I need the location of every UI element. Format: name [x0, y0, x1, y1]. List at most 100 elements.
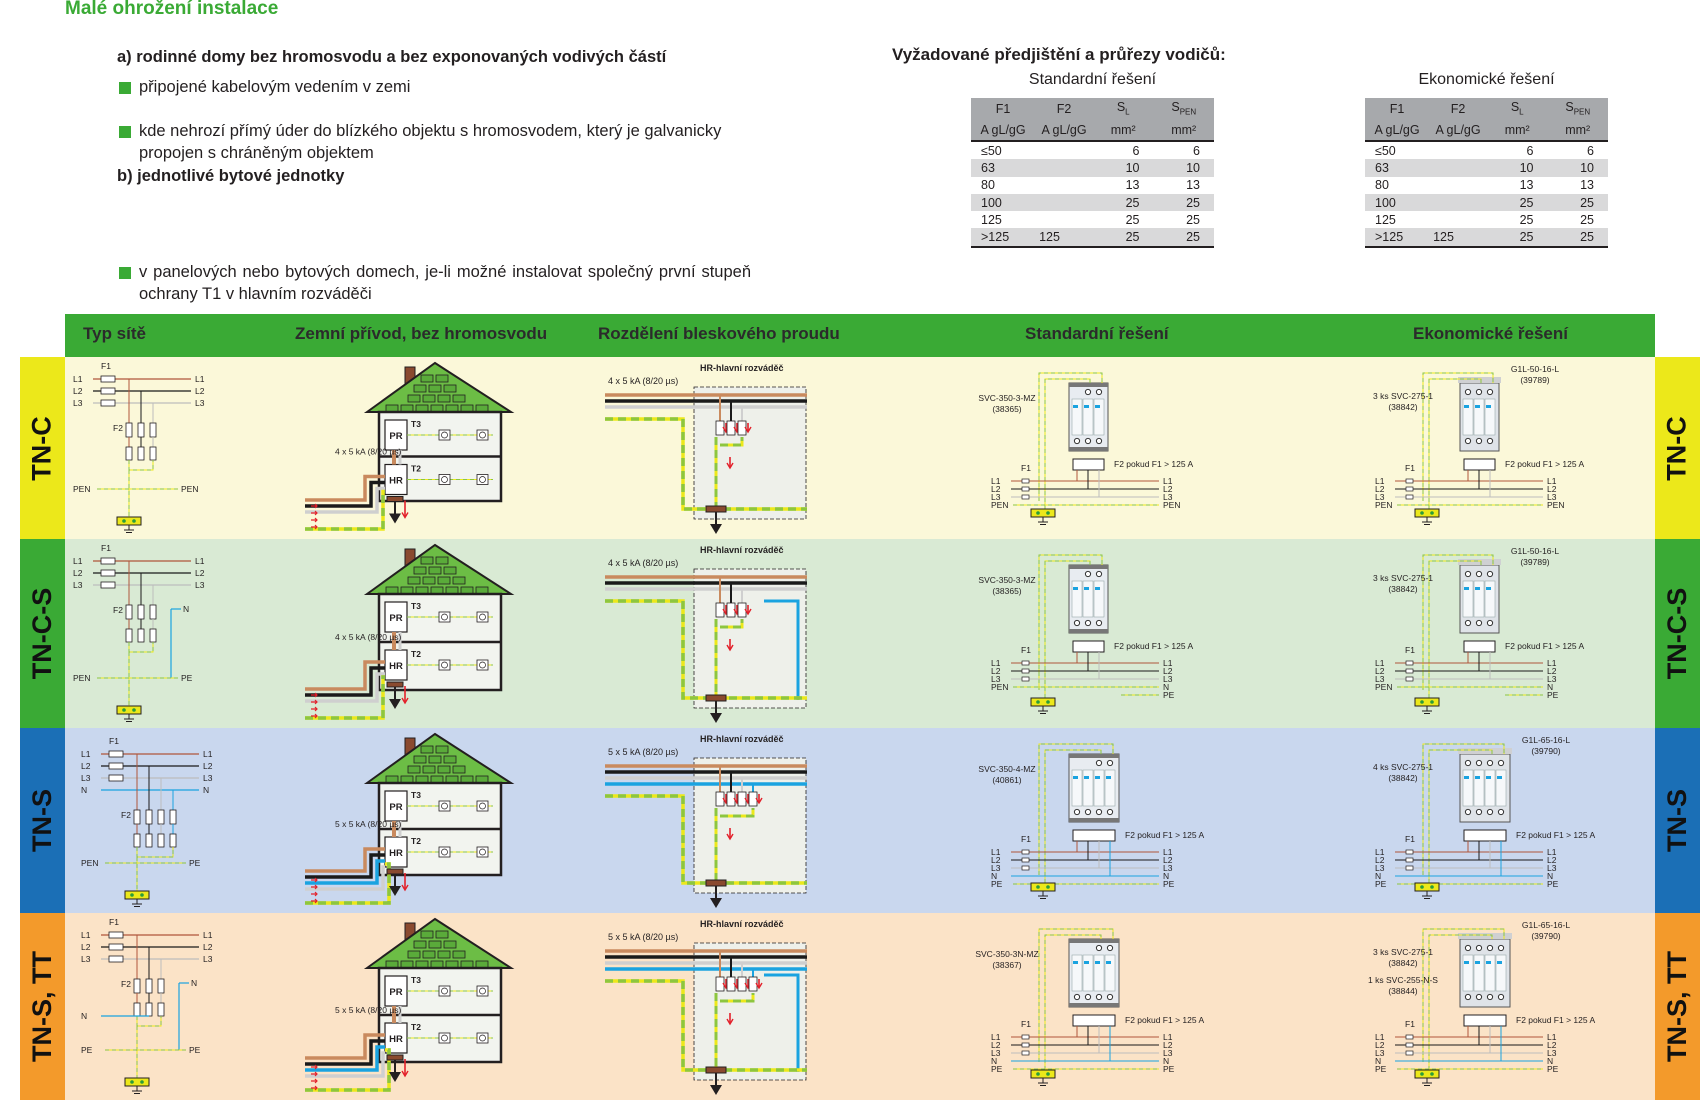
pe-wire: [720, 993, 755, 1003]
screw-terminal-icon: [1084, 570, 1092, 578]
network-type-tab-right: TN-C: [1655, 357, 1700, 539]
module-icon: [1473, 769, 1485, 807]
ground-electrode-icon: [710, 898, 722, 908]
pr-class-label: T3: [411, 975, 421, 985]
economic-modules-label: 3 ks SVC-275-1: [1373, 391, 1433, 401]
supply-cable: [305, 1033, 385, 1060]
socket-icon: [441, 848, 448, 856]
line-label-in: PEN: [1375, 682, 1392, 692]
fuse-f1-icon: [1405, 849, 1414, 855]
surge-arrester-icon: [157, 1002, 165, 1017]
din-rail-icon: [1069, 754, 1119, 758]
fuse-f2-icon: [1072, 640, 1105, 653]
line-label-out: L1: [203, 749, 213, 759]
pe-wire: [1422, 928, 1505, 1062]
bullet-item: v panelových nebo bytových domech, je-li…: [118, 261, 751, 305]
surge-arrester-icon: [145, 833, 153, 848]
line-label-out: PE: [1547, 879, 1559, 889]
economic-modules-code: (38842): [1388, 773, 1417, 783]
fuse-f2-icon: [137, 604, 145, 620]
pe-wire: [720, 437, 744, 447]
socket-icon: [476, 429, 489, 441]
fuse-f2-icon: [137, 422, 145, 438]
line-label-in: PE: [991, 1064, 1003, 1074]
screw-terminal-icon: [1475, 619, 1483, 627]
pe-cable: [305, 1048, 391, 1092]
line-label-in: PEN: [991, 682, 1008, 692]
table-cell: 10: [1092, 159, 1154, 177]
fuse-f1-icon: [1021, 1034, 1030, 1040]
fuse-f1-icon: [1021, 676, 1030, 682]
line-label-out: L2: [1547, 484, 1557, 494]
module-icon: [1462, 769, 1474, 807]
line-label-in: L1: [73, 374, 83, 384]
line-label-in: PE: [1375, 1064, 1387, 1074]
status-indicator-icon: [1095, 961, 1100, 964]
pe-cable: [305, 675, 385, 720]
column-header-economic-solution: Ekonomické řešení: [1413, 324, 1568, 343]
table-cell: ≤50: [1375, 143, 1396, 158]
hr-class-label: T2: [411, 649, 421, 659]
table-cell: 63: [971, 159, 1036, 177]
roof-tile: [420, 745, 434, 754]
status-indicator-icon: [1095, 587, 1100, 590]
screw-terminal-icon: [1475, 759, 1483, 767]
house-current-label: 5 x 5 kA (8/20 µs): [335, 1005, 401, 1015]
line-label-out: N: [1163, 682, 1169, 692]
fuse-f1-icon: [100, 569, 116, 577]
network-type-label: TN-C-S: [27, 587, 58, 680]
roof-tile: [435, 745, 449, 754]
socket-icon: [476, 985, 489, 997]
supply-cable: [305, 660, 385, 691]
current-arrow-icon: [744, 608, 752, 616]
pr-label: PR: [389, 802, 402, 813]
current-arrow-icon: [311, 699, 318, 705]
surge-arrester-icon: [125, 628, 133, 643]
pr-label: PR: [389, 613, 402, 624]
supply-cable: [305, 486, 385, 514]
line-label-in: L2: [991, 1040, 1001, 1050]
module-icon: [1093, 769, 1105, 807]
line-label-in: N: [81, 785, 87, 795]
ground-electrode-icon: [389, 1072, 401, 1082]
roof-tile: [422, 950, 436, 959]
line-label-out: L3: [1163, 863, 1173, 873]
pr-class-label: T3: [411, 790, 421, 800]
hr-main-label: HR-hlavní rozváděč: [700, 363, 784, 373]
supply-cable: [305, 1051, 385, 1078]
screw-terminal-icon: [1464, 993, 1472, 1001]
table-cell: 25: [1580, 212, 1594, 227]
status-indicator-icon: [1073, 961, 1078, 964]
table-cell: 25: [1153, 228, 1214, 248]
pe-wire: [1044, 934, 1102, 1070]
supply-cable: [305, 853, 385, 879]
line-label-out: L2: [1163, 1040, 1173, 1050]
current-arrow-icon: [311, 713, 318, 719]
socket-icon: [438, 1032, 451, 1044]
f2-note-label: F2 pokud F1 > 125 A: [1516, 830, 1595, 840]
module-icon: [1093, 398, 1105, 436]
roof-tile: [437, 950, 451, 959]
din-rail-icon: [1069, 447, 1108, 451]
table-cell: 13: [1519, 178, 1534, 193]
network-type-label: TN-S, TT: [27, 951, 58, 1062]
screw-terminal-icon: [1084, 808, 1092, 816]
grid-header: Typ sítě Zemní přívod, bez hromosvodu Ro…: [65, 314, 1655, 357]
line-label-out: PE: [181, 673, 193, 683]
earth-bar-icon: [705, 694, 727, 702]
screw-terminal-icon: [1486, 808, 1494, 816]
fuse-f2-icon: [1072, 829, 1116, 842]
supply-cable: [305, 474, 385, 502]
line-label-out: L3: [195, 580, 205, 590]
column-header-standard-solution: Standardní řešení: [1025, 324, 1169, 343]
table-cell: 10: [1486, 159, 1548, 177]
line-label-in: L1: [991, 847, 1001, 857]
earth-bar-icon: [386, 868, 404, 875]
screw-terminal-icon: [1106, 993, 1114, 1001]
busbar-icon: [1458, 748, 1512, 754]
f2-note-label: F2 pokud F1 > 125 A: [1125, 1015, 1204, 1025]
roof-tile: [452, 576, 466, 585]
fuse-f2-icon: [169, 809, 177, 825]
fuse-f1-icon: [1021, 865, 1030, 871]
line-label-out: PE: [1547, 690, 1559, 700]
